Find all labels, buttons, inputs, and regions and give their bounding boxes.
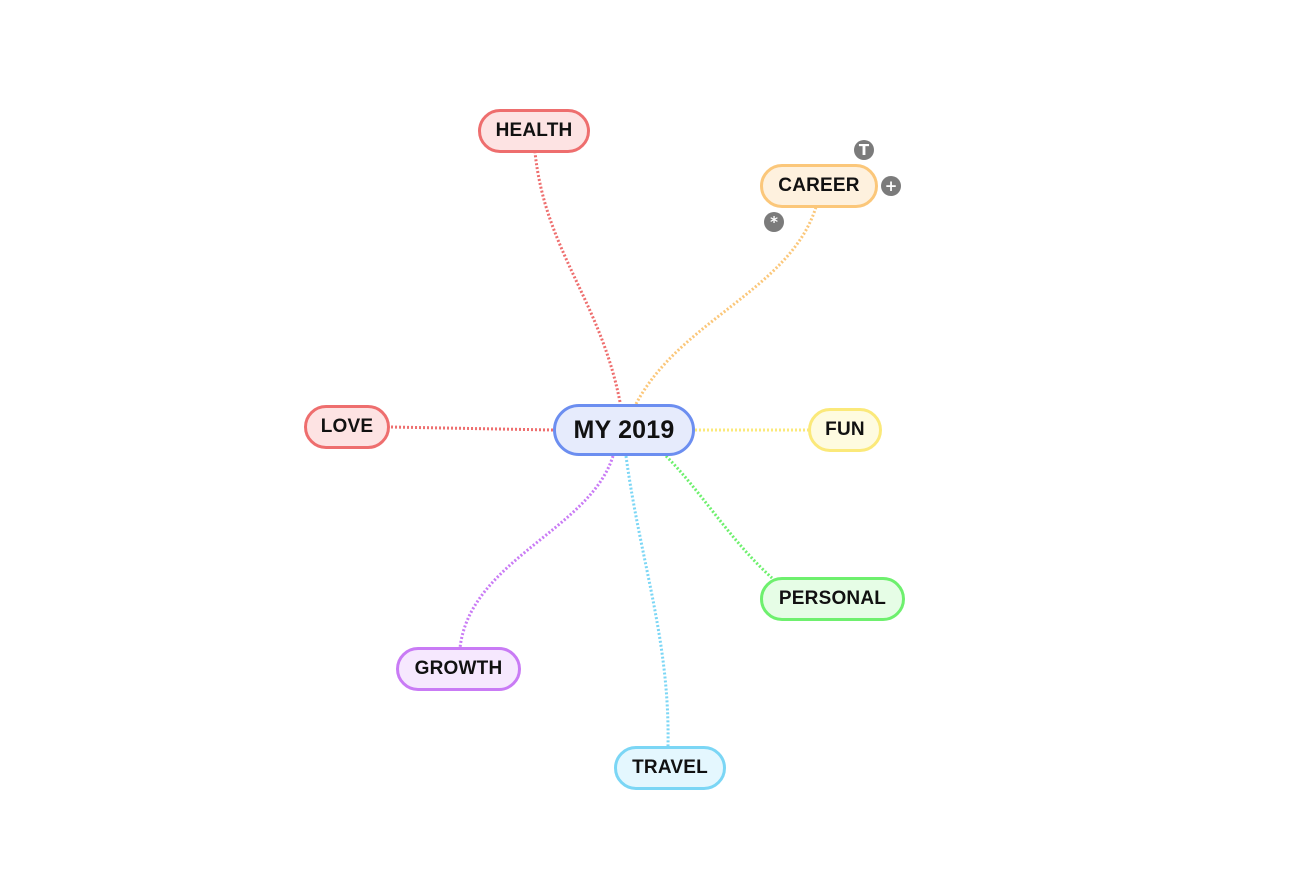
node-love[interactable]: LOVE — [304, 405, 390, 449]
node-career[interactable]: CAREER — [760, 164, 878, 208]
node-fun[interactable]: FUN — [808, 408, 882, 452]
connector-personal — [664, 454, 774, 580]
connector-health — [533, 151, 622, 403]
connector-travel — [624, 455, 670, 747]
connector-love — [389, 425, 554, 432]
connector-career — [634, 206, 818, 405]
star-icon[interactable]: * — [764, 212, 784, 232]
node-travel[interactable]: TRAVEL — [614, 746, 726, 790]
connector-growth — [458, 455, 615, 649]
node-growth[interactable]: GROWTH — [396, 647, 521, 691]
node-personal[interactable]: PERSONAL — [760, 577, 905, 621]
node-health[interactable]: HEALTH — [478, 109, 590, 153]
central-node-my-2019[interactable]: MY 2019 — [553, 404, 695, 456]
text-format-icon[interactable]: T — [854, 140, 874, 160]
add-child-icon[interactable]: + — [881, 176, 901, 196]
